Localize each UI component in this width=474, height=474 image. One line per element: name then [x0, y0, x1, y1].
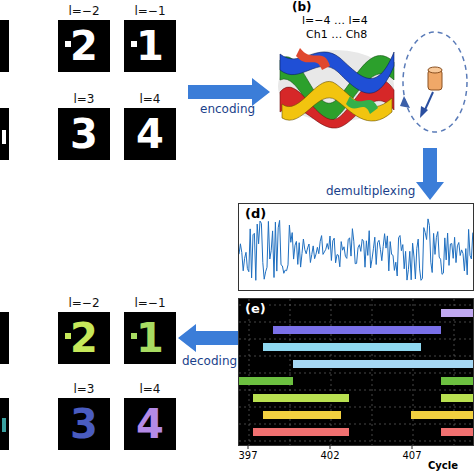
cropped-tile — [0, 20, 9, 72]
digit: 1 — [124, 23, 176, 69]
cropped-tile — [0, 312, 9, 364]
grid-line — [239, 322, 473, 323]
digit-image: 2 — [58, 20, 110, 72]
grid-line — [454, 299, 455, 445]
digit: 3 — [58, 401, 110, 447]
channel-bar — [441, 309, 473, 317]
axis-number: 397 — [238, 449, 257, 463]
vortex-helix — [278, 48, 394, 128]
digit: 4 — [124, 401, 176, 447]
digit-fragment — [2, 418, 6, 432]
digit-tile: l=44 — [124, 382, 176, 450]
oam-mode-label: l=−2 — [58, 4, 110, 18]
digit-image: 4 — [124, 398, 176, 450]
channel-bar — [441, 377, 473, 385]
digit: 2 — [58, 23, 110, 69]
channel-bar — [263, 343, 421, 351]
grid-line — [239, 390, 473, 391]
oam-mode-label: l=−2 — [58, 296, 110, 310]
grid-line — [239, 424, 473, 425]
axis-tick — [248, 446, 249, 449]
digit-tile: l=−2 2 — [58, 296, 110, 364]
digit: 3 — [58, 111, 110, 157]
digit-tile: l=44 — [124, 92, 176, 160]
digit-image: 4 — [124, 108, 176, 160]
process-label: demultiplexing — [326, 184, 415, 198]
waveform — [239, 204, 473, 290]
digit-image: 1 — [124, 20, 176, 72]
helix-ribbon — [296, 48, 330, 70]
channel-bar — [411, 411, 473, 419]
channel-bar — [441, 428, 473, 436]
digit: 2 — [58, 315, 110, 361]
digit: 4 — [124, 111, 176, 157]
channel-bar — [253, 394, 349, 402]
panel-label: (e) — [243, 301, 268, 316]
process-label: decoding — [182, 354, 237, 368]
grid-line — [239, 339, 473, 340]
digit-tile: l=33 — [58, 92, 110, 160]
digit-image: 2 — [58, 312, 110, 364]
panel-label: (b) — [292, 0, 312, 14]
waveform-panel: (d) — [238, 203, 474, 291]
axis-tick — [330, 446, 331, 449]
channel-bar — [253, 428, 349, 436]
oam-mode-label: l=3 — [58, 382, 110, 396]
oam-mode-label: l=3 — [58, 92, 110, 106]
panel-label: (d) — [243, 206, 268, 221]
digit-tile: l=−1 1 — [124, 296, 176, 364]
encoding-arrow — [188, 78, 270, 106]
channel-bar — [441, 394, 473, 402]
grid-line — [239, 356, 473, 357]
grid-line — [239, 441, 473, 442]
mode-range: l=−4 … l=4 — [302, 14, 368, 28]
beam-core — [278, 50, 394, 122]
digit: 1 — [124, 315, 176, 361]
axis-title: Cycle — [428, 459, 458, 473]
grid-line — [331, 299, 332, 445]
grid-line — [372, 299, 373, 445]
oam-mode-label: l=−1 — [124, 4, 176, 18]
decoded-bars-panel: (e) — [238, 298, 474, 446]
oam-mode-label: l=−1 — [124, 296, 176, 310]
process-label: encoding — [200, 102, 255, 116]
channel-range: Ch1 … Ch8 — [306, 28, 367, 42]
axis-number: 402 — [320, 449, 339, 463]
signal-trace — [239, 219, 473, 280]
digit-image: 3 — [58, 108, 110, 160]
axis-number: 407 — [402, 449, 421, 463]
grid-line — [239, 305, 473, 306]
cropped-tile — [0, 398, 9, 450]
grid-line — [239, 407, 473, 408]
digit-image: 1 — [124, 312, 176, 364]
decoding-arrow — [178, 324, 238, 352]
channel-bar — [263, 411, 341, 419]
helix-ribbon — [346, 96, 378, 114]
cropped-tile — [0, 108, 9, 160]
motion-arrowhead — [420, 106, 428, 118]
digit-fragment — [2, 130, 6, 144]
helix-ribbon — [282, 81, 392, 121]
channel-bar — [293, 360, 473, 368]
rotation-arrowhead — [400, 96, 410, 108]
axis-tick — [412, 446, 413, 449]
bar-chart — [239, 299, 473, 445]
grid-line — [290, 299, 291, 445]
demultiplexing-arrow — [416, 148, 444, 200]
grid-line — [413, 299, 414, 445]
digit-tile: l=−2 2 — [58, 4, 110, 72]
rotation-path — [403, 32, 467, 132]
cylinder-top — [428, 67, 442, 73]
grid-line — [249, 299, 250, 445]
channel-bar — [239, 377, 293, 385]
grid-line — [239, 373, 473, 374]
oam-mode-label: l=4 — [124, 382, 176, 396]
channel-bar — [273, 326, 441, 334]
oam-mode-label: l=4 — [124, 92, 176, 106]
digit-image: 3 — [58, 398, 110, 450]
digit-tile: l=33 — [58, 382, 110, 450]
digit-tile: l=−1 1 — [124, 4, 176, 72]
